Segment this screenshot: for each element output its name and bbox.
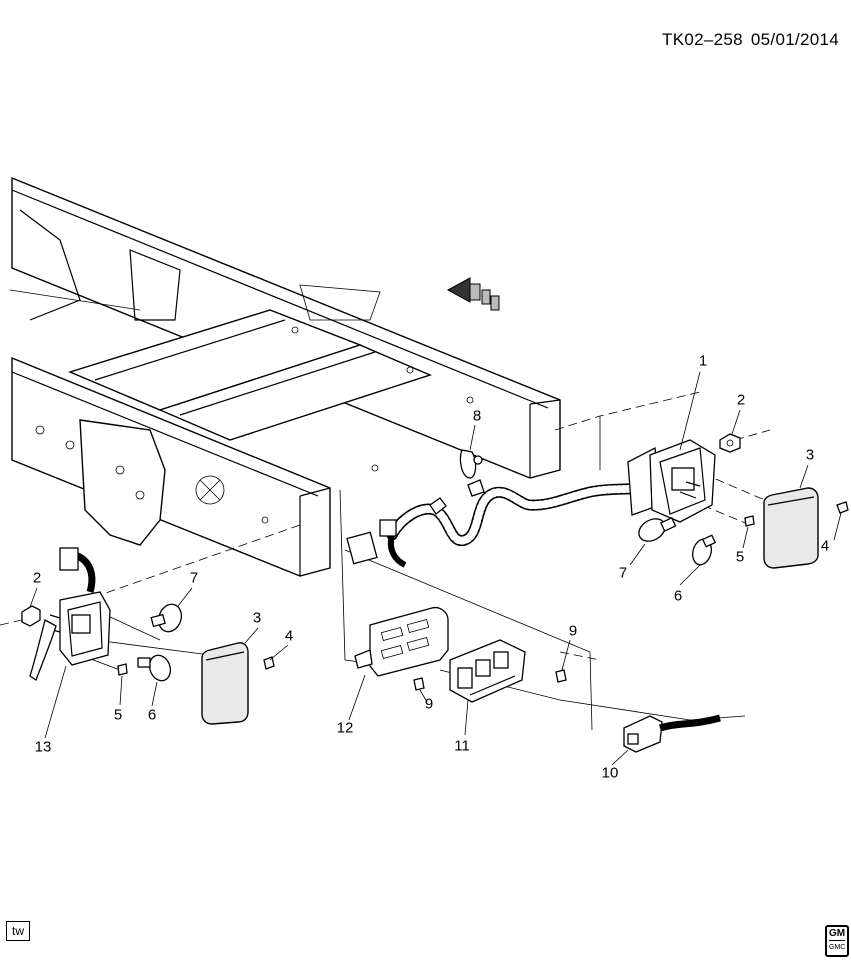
screw-part-5-left <box>117 663 128 676</box>
diagram-date: 05/01/2014 <box>750 30 839 49</box>
callout-7-left: 7 <box>189 569 199 587</box>
front-orientation-arrow-icon <box>446 277 500 311</box>
callout-1: 1 <box>698 352 708 370</box>
screw-part-9-left <box>413 677 425 691</box>
callout-6-left: 6 <box>147 706 157 724</box>
callout-2-right: 2 <box>736 391 746 409</box>
callout-5-left: 5 <box>113 706 123 724</box>
connector-part-10 <box>623 714 721 753</box>
connector-block-part-11 <box>449 639 526 703</box>
lens-part-3-right <box>763 487 819 569</box>
callout-3-right: 3 <box>805 446 815 464</box>
callout-12: 12 <box>336 719 354 737</box>
callout-4-left: 4 <box>284 627 294 645</box>
callout-8: 8 <box>472 407 482 425</box>
frame-assembly <box>9 176 561 577</box>
bulb-part-7-right <box>638 516 677 542</box>
callout-10: 10 <box>601 764 619 782</box>
nut-part-2-left <box>21 605 41 627</box>
bulb-part-6-right <box>692 534 717 566</box>
wiring-harness <box>346 479 646 568</box>
screw-part-4-left <box>263 656 275 670</box>
callout-3-left: 3 <box>252 609 262 627</box>
callout-5-right: 5 <box>735 548 745 566</box>
tw-badge: tw <box>6 921 30 941</box>
bracket-part-12 <box>354 606 449 677</box>
gm-logo: GM GMC <box>825 925 849 957</box>
bulb-part-6-left <box>137 654 172 682</box>
screw-part-9-right <box>555 669 567 683</box>
left-lamp-housing-part-13 <box>29 547 111 681</box>
gm-logo-text: GM <box>828 928 846 939</box>
callout-4-right: 4 <box>820 537 830 555</box>
callout-2-left: 2 <box>32 569 42 587</box>
callout-9-left: 9 <box>424 695 434 713</box>
callout-6-right: 6 <box>673 587 683 605</box>
right-lamp-housing-part-1 <box>627 439 716 523</box>
gm-logo-subtext: GMC <box>829 940 845 954</box>
screw-part-4-right <box>836 501 849 514</box>
clip-part-8 <box>459 449 483 479</box>
callout-13: 13 <box>34 738 52 756</box>
diagram-header: TK02–258 05/01/2014 <box>662 30 839 50</box>
callout-9-right: 9 <box>568 622 578 640</box>
callout-7-right: 7 <box>618 564 628 582</box>
diagram-ref-code: TK02–258 <box>662 30 743 49</box>
screw-part-5-right <box>744 515 755 527</box>
callout-leaders <box>29 371 842 766</box>
nut-part-2-right <box>719 433 741 453</box>
callout-11: 11 <box>454 737 470 755</box>
bulb-part-7-left <box>150 603 183 633</box>
lens-part-3-left <box>201 642 249 725</box>
